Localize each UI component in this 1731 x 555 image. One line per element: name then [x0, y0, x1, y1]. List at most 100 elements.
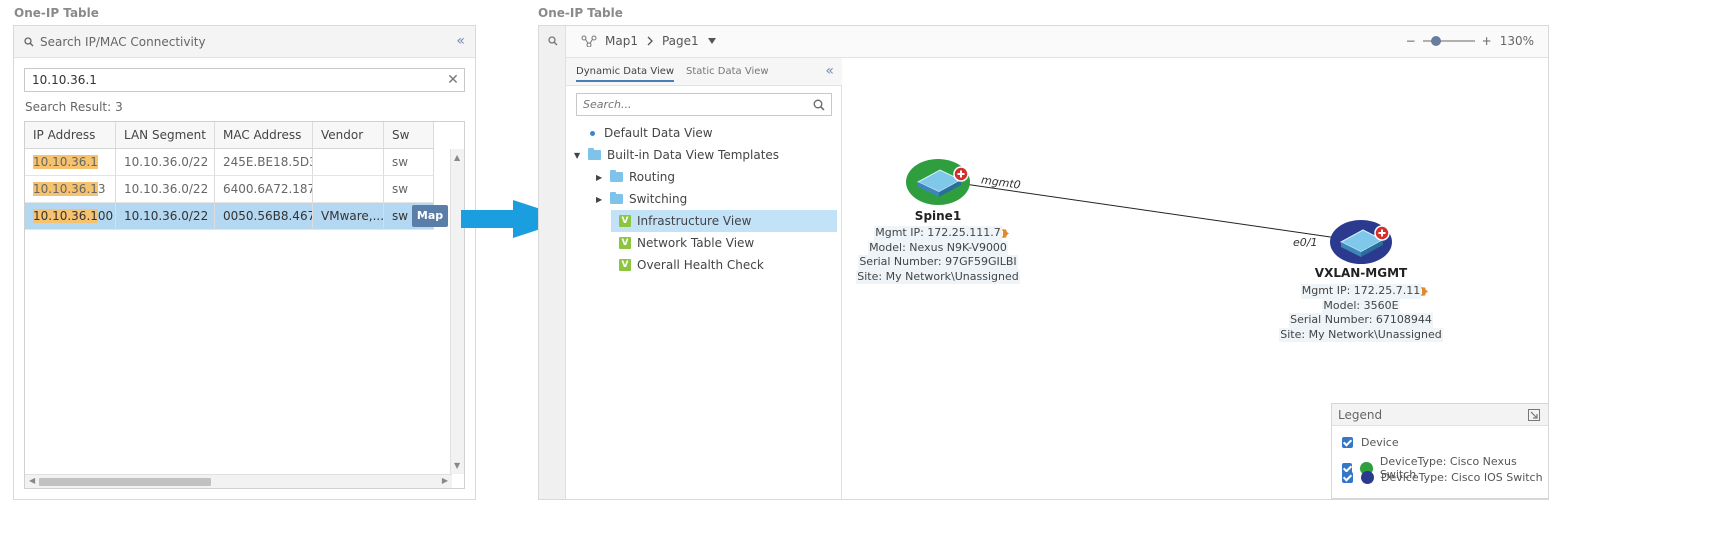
data-view-search-field	[576, 93, 832, 116]
data-view-search-input[interactable]	[583, 98, 813, 111]
column-header-vendor[interactable]: Vendor	[313, 122, 384, 149]
breadcrumb-page[interactable]: Page1	[661, 34, 699, 48]
ip-cell: 10.10.36.13	[25, 176, 116, 203]
map-canvas[interactable]: mgmt0 e0/1 Spine1 Mgmt IP: 172.25.111.7 …	[843, 58, 1548, 499]
horizontal-scrollbar[interactable]: ◀ ▶	[25, 474, 452, 488]
topology-drawing	[906, 159, 1428, 296]
search-result-count: 3	[115, 100, 123, 114]
device-info-vxlan-mgmt: Mgmt IP: 172.25.7.11 Model: 3560E Serial…	[1273, 284, 1449, 342]
search-result-summary: Search Result:3	[25, 100, 123, 114]
ip-search-input[interactable]	[32, 73, 442, 87]
search-panel-header: Search IP/MAC Connectivity	[14, 26, 475, 58]
column-header-switch[interactable]: Sw	[384, 122, 434, 149]
flow-arrow-icon	[461, 200, 571, 238]
device-model: Model: 3560E	[1322, 298, 1400, 313]
tree-item-routing[interactable]: ▶ Routing	[596, 167, 675, 187]
zoom-control: − + 130%	[1406, 34, 1534, 48]
data-view-v-icon: V	[619, 259, 631, 271]
device-site: Site: My Network\Unassigned	[1279, 327, 1443, 342]
legend-item-device[interactable]: Device	[1342, 436, 1399, 449]
switch-cell: sw	[384, 176, 434, 203]
caret-right-icon[interactable]: ▶	[596, 194, 603, 204]
ip-match-highlight: 10.10.36.1	[33, 155, 98, 169]
caret-down-icon[interactable]: ▼	[574, 150, 581, 160]
device-site: Site: My Network\Unassigned	[856, 269, 1020, 284]
tree-item-label: Routing	[629, 170, 676, 184]
left-panel-title: One-IP Table	[14, 6, 99, 20]
legend-checkbox[interactable]	[1342, 437, 1353, 448]
caret-right-icon[interactable]: ▶	[596, 172, 603, 182]
map-panel: Map1 Page1 − + 130% Dynamic Data View St…	[538, 25, 1549, 500]
legend-item-ios[interactable]: DeviceType: Cisco IOS Switch	[1342, 471, 1543, 484]
scroll-up-icon[interactable]: ▲	[454, 153, 461, 162]
map-button[interactable]: Map	[412, 205, 448, 227]
tree-item-label: Infrastructure View	[637, 214, 752, 228]
zoom-level: 130%	[1499, 34, 1534, 48]
vendor-cell: VMware,...	[313, 203, 384, 230]
table-header-row: IP Address LAN Segment MAC Address Vendo…	[25, 122, 434, 149]
map-toolbar: Map1 Page1 − + 130%	[539, 26, 1548, 58]
column-header-mac[interactable]: MAC Address	[215, 122, 313, 149]
tree-item-label: Overall Health Check	[637, 258, 764, 272]
search-icon[interactable]	[813, 99, 825, 111]
table-row[interactable]: 10.10.36.1 10.10.36.0/22 245E.BE18.5D3F …	[25, 149, 434, 176]
clear-search-icon[interactable]: ✕	[447, 72, 459, 88]
search-icon	[24, 36, 34, 46]
link-line[interactable]	[936, 179, 1359, 242]
horizontal-scroll-thumb[interactable]	[39, 478, 211, 486]
breadcrumb: Map1 Page1	[581, 34, 725, 48]
ip-rest: 3	[97, 182, 106, 196]
device-mgmt-ip: Mgmt IP: 172.25.7.11	[1300, 284, 1422, 299]
legend-item-label: DeviceType: Cisco Nexus Switch	[1379, 455, 1517, 481]
vertical-scrollbar[interactable]: ▲ ▼	[450, 149, 464, 474]
caret-down-icon[interactable]	[707, 37, 717, 45]
search-icon[interactable]	[548, 36, 558, 46]
ip-match-highlight: 10.10.36.1	[33, 209, 98, 223]
tree-item-overall-health-check[interactable]: V Overall Health Check	[619, 255, 764, 275]
tab-static-data-view[interactable]: Static Data View	[686, 66, 769, 77]
tree-item-infrastructure-view[interactable]: V Infrastructure View	[611, 210, 837, 232]
zoom-in-button[interactable]: +	[1481, 34, 1492, 48]
side-toolbar	[539, 26, 566, 499]
device-name-spine1[interactable]: Spine1	[914, 209, 962, 223]
column-header-ip[interactable]: IP Address	[25, 122, 116, 149]
scroll-right-icon[interactable]: ▶	[441, 476, 448, 485]
folder-icon	[610, 192, 623, 204]
breadcrumb-map[interactable]: Map1	[605, 34, 638, 48]
zoom-slider[interactable]	[1422, 36, 1475, 46]
mac-cell: 6400.6A72.1870	[215, 176, 313, 203]
data-view-panel: Dynamic Data View Static Data View « Def…	[566, 58, 842, 499]
legend-checkbox[interactable]	[1342, 462, 1353, 474]
tree-item-default-data-view[interactable]: Default Data View	[586, 123, 713, 143]
scroll-down-icon[interactable]: ▼	[454, 461, 461, 470]
table-row-selected[interactable]: 10.10.36.100 10.10.36.0/22 0050.56B8.467…	[25, 203, 434, 230]
ios-switch-icon	[1361, 471, 1374, 484]
scroll-left-icon[interactable]: ◀	[29, 476, 36, 485]
collapse-left-icon[interactable]: «	[456, 33, 465, 49]
bullet-icon	[590, 130, 595, 136]
one-ip-search-panel: Search IP/MAC Connectivity « ✕ Search Re…	[13, 25, 476, 500]
lan-cell: 10.10.36.0/22	[116, 149, 215, 176]
column-header-lan[interactable]: LAN Segment	[116, 122, 215, 149]
zoom-slider-handle[interactable]	[1430, 36, 1441, 46]
tree-item-switching[interactable]: ▶ Switching	[596, 189, 687, 209]
collapse-data-view-icon[interactable]: «	[825, 63, 834, 79]
device-name-vxlan-mgmt[interactable]: VXLAN-MGMT	[1314, 266, 1408, 280]
device-alert-badge-icon	[1374, 225, 1390, 241]
legend-checkbox[interactable]	[1342, 472, 1353, 483]
legend-minimize-icon[interactable]	[1528, 409, 1540, 421]
table-row[interactable]: 10.10.36.13 10.10.36.0/22 6400.6A72.1870…	[25, 176, 434, 203]
vendor-cell	[313, 176, 384, 203]
ip-cell: 10.10.36.100	[25, 203, 116, 230]
tree-item-builtin-templates[interactable]: ▼ Built-in Data View Templates	[574, 145, 779, 165]
legend-item-label: Device	[1361, 436, 1399, 449]
data-view-v-icon: V	[619, 237, 631, 249]
tree-item-network-table-view[interactable]: V Network Table View	[619, 233, 754, 253]
map-legend: Legend Device DeviceType: Cisco Nexus Sw…	[1331, 403, 1549, 499]
nexus-switch-icon[interactable]	[906, 159, 970, 205]
data-view-tabs: Dynamic Data View Static Data View «	[566, 58, 842, 86]
lan-cell: 10.10.36.0/22	[116, 203, 215, 230]
search-panel-label: Search IP/MAC Connectivity	[40, 34, 206, 49]
zoom-out-button[interactable]: −	[1405, 34, 1416, 48]
tab-dynamic-data-view[interactable]: Dynamic Data View	[576, 66, 675, 82]
